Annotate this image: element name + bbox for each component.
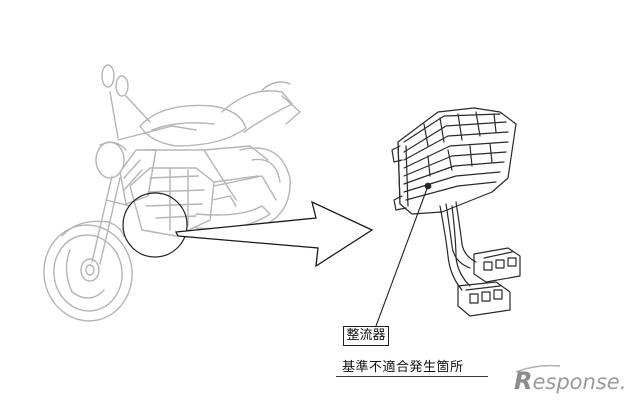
motorcycle-illustration <box>43 64 301 322</box>
rectifier-illustration <box>391 107 517 215</box>
rectifier-wiring <box>439 201 521 317</box>
watermark-initial: R <box>514 367 533 395</box>
response-watermark-logo: Response. <box>514 367 626 395</box>
watermark-swoosh <box>515 364 561 373</box>
component-label-rectifier: 整流器 <box>343 326 389 346</box>
pointer-arrow <box>174 200 374 268</box>
note-underline <box>336 376 488 377</box>
leader-line <box>375 185 429 327</box>
location-highlight-circle <box>122 192 188 258</box>
defect-location-note: 基準不適合発生箇所 <box>342 360 464 375</box>
watermark-text: esponse. <box>532 370 627 394</box>
